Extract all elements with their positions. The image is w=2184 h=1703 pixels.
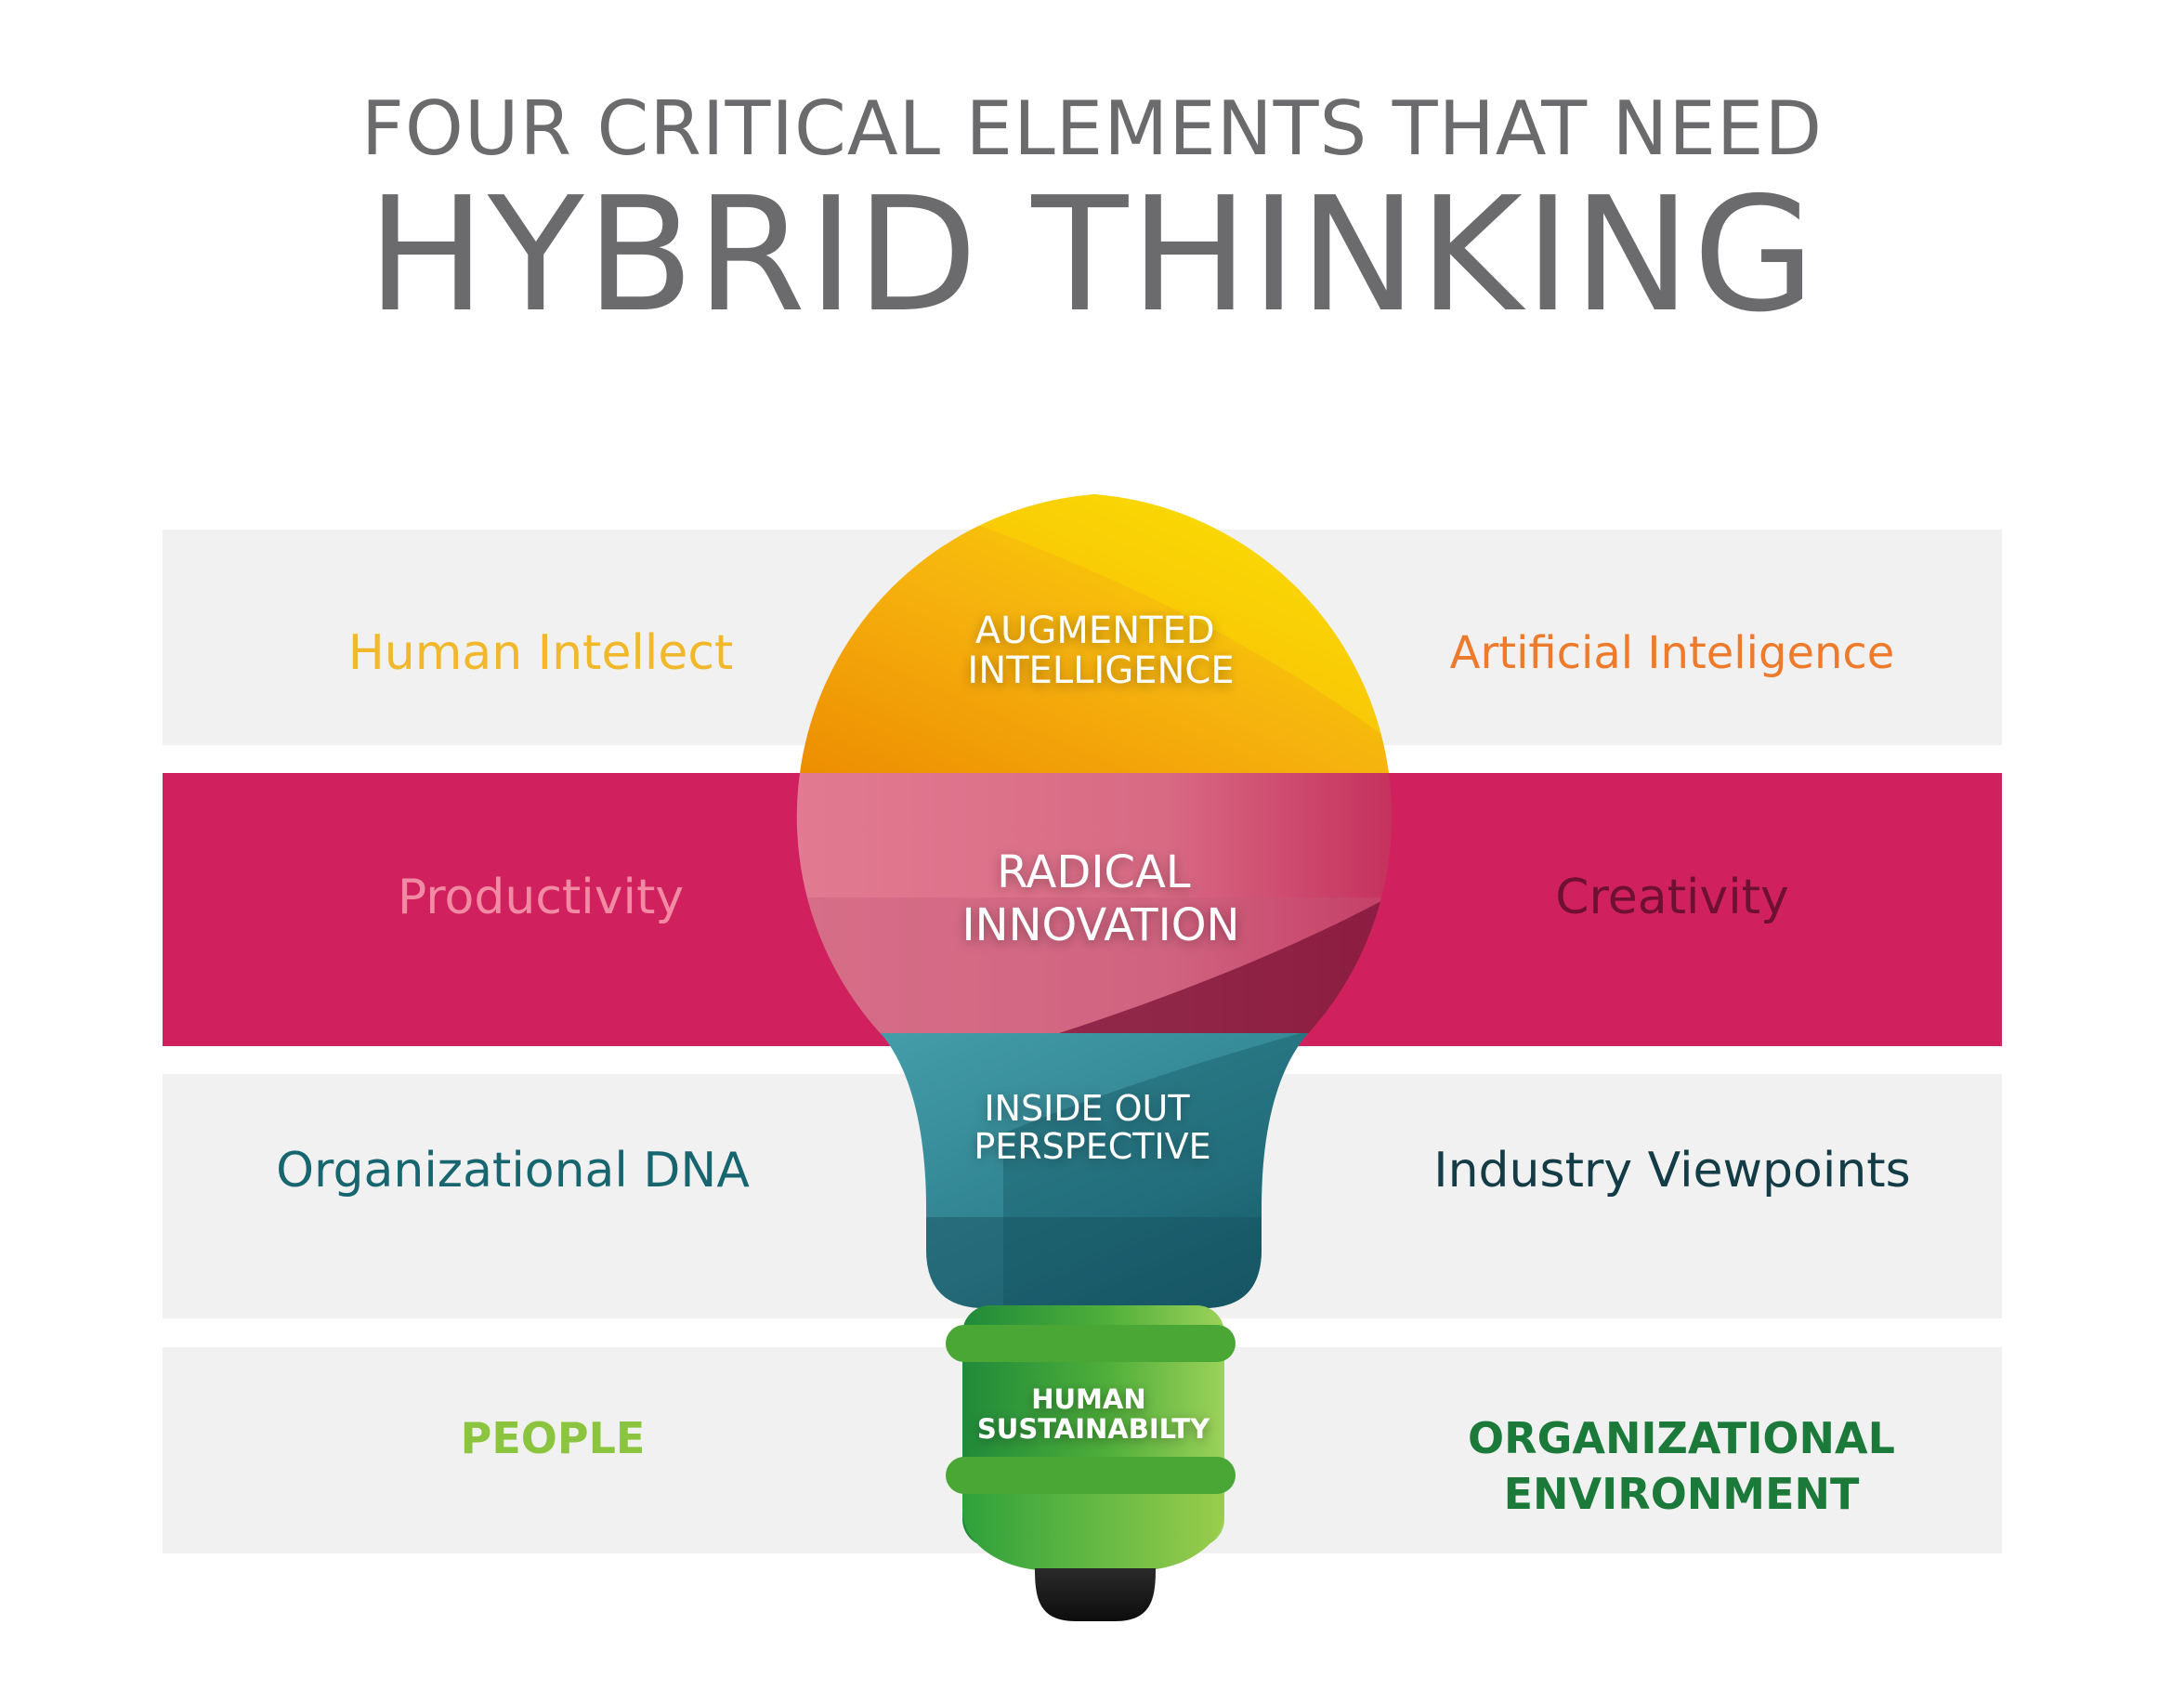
base-ring-bottom [946,1457,1236,1494]
title-line-1: FOUR CRITICAL ELEMENTS THAT NEED [360,85,1824,172]
label-organizational-environment-line-2: ENVIRONMENT [1503,1469,1860,1519]
bulb-label-augmented-intelligence: AUGMENTED INTELLIGENCE [967,609,1234,692]
base-tip [962,1494,1224,1570]
bulb-label-radical-innovation-line-2: INNOVATION [962,899,1240,951]
bulb-base [946,1305,1236,1621]
label-creativity: Creativity [1555,870,1789,925]
bulb-label-radical-innovation-line-1: RADICAL [997,846,1191,898]
label-human-intellect: Human Intellect [347,625,734,681]
bulb-labels: AUGMENTED INTELLIGENCE RADICAL INNOVATIO… [962,609,1240,1445]
bulb-label-radical-innovation: RADICAL INNOVATION [962,846,1240,951]
bulb-label-human-sustainabilty-line-2: SUSTAINABILTY [977,1413,1210,1445]
label-artificial-inteligence: Artificial Inteligence [1449,627,1895,679]
bulb-label-augmented-intelligence-line-1: AUGMENTED [975,609,1215,652]
bulb-shadow-pink [1059,873,1393,1033]
label-people: PEOPLE [460,1413,646,1463]
bulb-label-inside-out-perspective-line-2: PERSPECTIVE [974,1126,1210,1167]
label-productivity: Productivity [397,870,685,925]
bulb-label-human-sustainabilty: HUMAN SUSTAINABILTY [977,1383,1210,1445]
title-line-2: HYBRID THINKING [367,164,1817,347]
label-organizational-environment: ORGANIZATIONAL ENVIRONMENT [1468,1410,1895,1522]
label-organizational-environment-line-1: ORGANIZATIONAL [1468,1413,1895,1463]
bulb-label-augmented-intelligence-line-2: INTELLIGENCE [967,649,1234,692]
bulb-label-human-sustainabilty-line-1: HUMAN [1031,1383,1145,1415]
label-industry-viewpoints: Industry Viewpoints [1433,1143,1911,1199]
bulb-label-inside-out-perspective-line-1: INSIDE OUT [984,1088,1190,1129]
bulb-label-inside-out-perspective: INSIDE OUT PERSPECTIVE [974,1088,1210,1167]
base-cap [1035,1568,1156,1621]
label-organizational-dna: Organizational DNA [276,1143,750,1199]
base-ring-top [946,1325,1236,1362]
